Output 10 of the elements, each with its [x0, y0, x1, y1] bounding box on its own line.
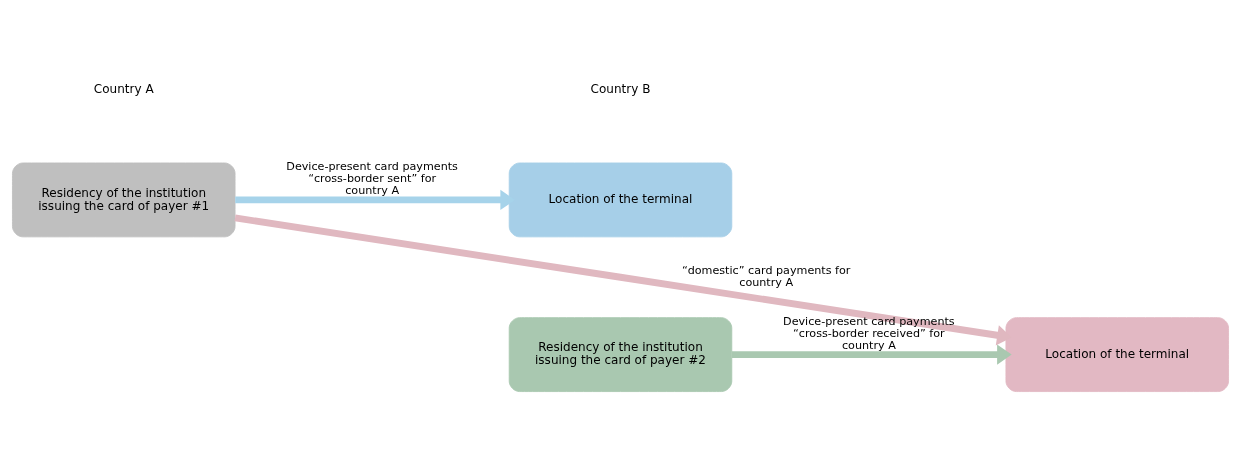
node-box: Location of the terminal	[1005, 317, 1229, 392]
label: Country A	[93, 82, 154, 97]
edge-label: Device-present card payments “cross-border received” for country A	[783, 314, 955, 352]
arrow	[731, 344, 1012, 365]
edge-label: “domestic” card payments for country A	[681, 264, 851, 290]
edge-label: Device-present card payments “cross-border sent” for country A	[286, 160, 458, 198]
label: Country B	[590, 82, 651, 97]
node-box: Location of the terminal	[508, 162, 733, 238]
node-box: Residency of the institution issuing the card of payer #1	[12, 162, 236, 238]
node-box: Residency of the institution issuing the card of payer #2	[508, 317, 733, 392]
